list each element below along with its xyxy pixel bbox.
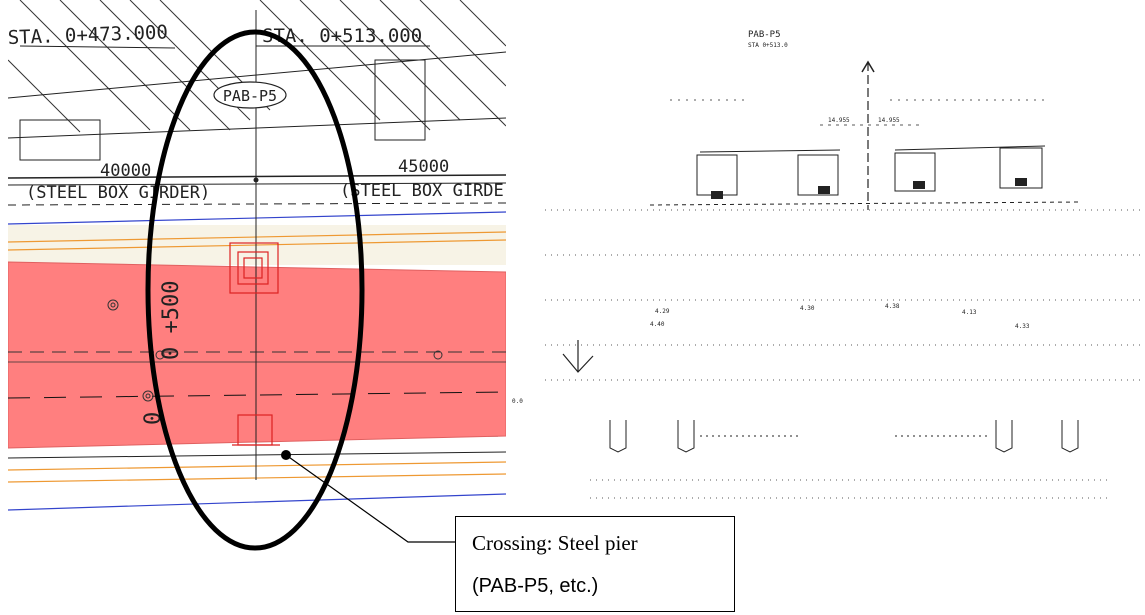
road-lane-line [8, 391, 506, 399]
station-underline-left [19, 45, 176, 49]
dimension-row-top [670, 99, 1050, 126]
callout-leader [285, 454, 455, 543]
callout-title: Crossing: Steel pier [472, 531, 638, 555]
dimension-label: 14.955 [828, 117, 850, 124]
pier-label: PAB-P5 [223, 87, 277, 105]
elevation-title: PAB-P5 [748, 30, 781, 40]
span-label: 4.29 [655, 308, 670, 315]
small-label: 4.40 [650, 321, 665, 328]
span-length-left: 40000 [100, 161, 151, 181]
elevation-subtitle: STA 0+513.0 [748, 42, 788, 49]
pier-footing-lower [232, 414, 280, 446]
construction-dots [545, 209, 1140, 499]
pile-foundations [609, 420, 1079, 453]
hatch-lines [8, 0, 506, 133]
elevation-view: PAB-P5 STA 0+513.0 14.955 14.955 [512, 30, 1140, 499]
steel-box-girders [649, 145, 1081, 206]
highlight-ellipse [145, 29, 365, 551]
bearing-blocks [711, 178, 1027, 199]
callout-box: Crossing: Steel pier (PAB-P5, etc.) [455, 516, 735, 612]
pier-footing-upper [229, 242, 279, 294]
span-length-right: 45000 [398, 157, 449, 177]
north-arrow-icon [562, 340, 594, 373]
callout-subtitle: (PAB-P5, etc.) [472, 575, 599, 597]
utility-line-blue [8, 493, 506, 511]
callout-leader-dot [281, 450, 291, 460]
centerline-arrow [861, 60, 875, 73]
small-label: 4.33 [1015, 323, 1030, 330]
span-label: 4.30 [800, 305, 815, 312]
girder-label-left: (STEEL BOX GIRDER) [26, 183, 210, 203]
plan-view: STA. 0+473.000 STA. 0+513.000 PAB-P5 400… [8, 0, 506, 517]
survey-markers [107, 299, 443, 402]
girder-label-right: (STEEL BOX GIRDE [340, 181, 504, 201]
station-label-right: STA. 0+513.000 [262, 25, 422, 47]
span-label: 4.38 [885, 303, 900, 310]
small-label: 0.0 [512, 398, 523, 405]
structure-lines [8, 51, 506, 459]
road-band [8, 261, 506, 449]
utility-line-blue [8, 211, 506, 225]
chainage-label-upper: 0 +500 [159, 281, 184, 360]
span-label: 4.13 [962, 309, 977, 316]
dimension-label: 14.955 [878, 117, 900, 124]
pier-tag [213, 81, 287, 109]
utility-line-orange [8, 231, 506, 483]
centerline-node [253, 177, 259, 183]
